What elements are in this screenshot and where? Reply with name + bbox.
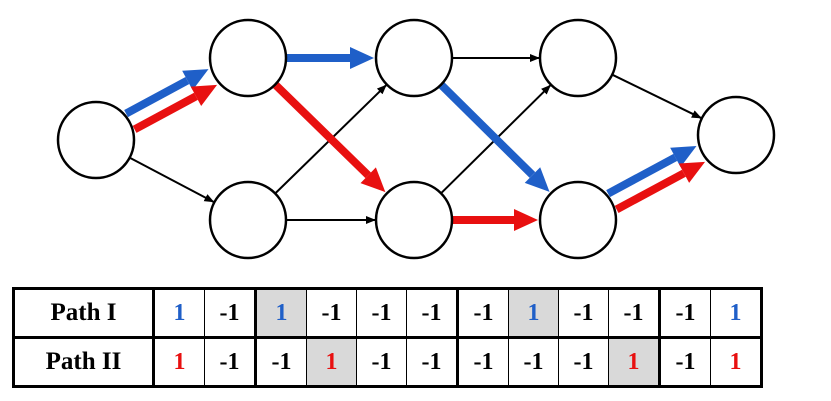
table-cell: -1 [558, 288, 609, 339]
path-graph [56, 18, 776, 260]
node-source [56, 100, 136, 180]
table-cell: 1 [710, 288, 762, 339]
table-cell: -1 [306, 288, 357, 339]
table-cell: -1 [204, 337, 256, 387]
node-l2-bottom [374, 180, 454, 260]
table-cell: -1 [658, 337, 711, 387]
path-i-arrow-source-to-l1-top [124, 69, 209, 118]
path-i-arrow-l1-top-to-l2-top [287, 47, 374, 69]
node-l2-top [374, 18, 454, 98]
table-cell: -1 [608, 288, 660, 339]
table-cell: 1 [254, 288, 307, 339]
table-cell: -1 [204, 288, 256, 339]
node-l1-bottom [208, 180, 288, 260]
table-cell: -1 [456, 337, 509, 387]
node-l3-bottom [538, 180, 618, 260]
table-cell: -1 [558, 337, 609, 387]
path-ii-arrow-l2-bottom-to-l3-bottom [453, 209, 538, 231]
node-l1-top [208, 18, 288, 98]
row-label: Path II [13, 337, 154, 387]
table-cell: -1 [356, 337, 407, 387]
table-cell: -1 [356, 288, 407, 339]
highlighted-paths-layer [124, 47, 706, 231]
table-cell: 1 [508, 288, 559, 339]
edges-layer [130, 54, 702, 224]
edge-l3-top-to-sink [612, 74, 702, 119]
path-ii-arrow-l3-bottom-to-sink [614, 161, 706, 213]
table-cell: 1 [710, 337, 762, 387]
table-cell: -1 [406, 288, 458, 339]
table-cell: -1 [406, 337, 458, 387]
table-cell: -1 [508, 337, 559, 387]
table-cell: 1 [152, 337, 205, 387]
node-sink [696, 95, 776, 175]
table-cell: -1 [456, 288, 509, 339]
path-i-arrow-l2-top-to-l3-bottom [438, 82, 550, 192]
nodes-layer [56, 18, 776, 260]
row-label: Path I [13, 288, 154, 339]
node-l3-top [538, 18, 618, 98]
table-cell: 1 [608, 337, 660, 387]
path-ii-arrow-source-to-l1-top [132, 84, 218, 133]
path-ii-arrow-l1-top-to-l2-bottom [273, 82, 386, 193]
path-i-arrow-l3-bottom-to-sink [606, 146, 697, 198]
table-cell: 1 [306, 337, 357, 387]
edge-source-to-l1-bottom [130, 157, 215, 203]
table-cell: -1 [658, 288, 711, 339]
table-cell: 1 [152, 288, 205, 339]
table-cell: -1 [254, 337, 307, 387]
